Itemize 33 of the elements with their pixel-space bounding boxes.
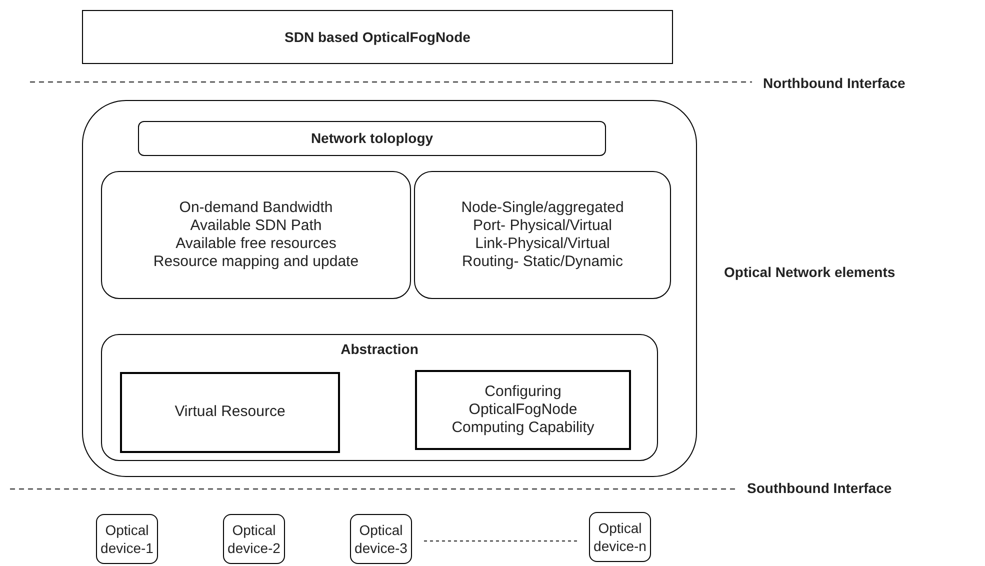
group-heading: Abstraction [340, 340, 418, 359]
node-text: Optical device-n [592, 519, 648, 555]
node-text: Optical device-2 [226, 521, 282, 557]
node-text: SDN based OpticalFogNode [284, 28, 470, 47]
process-box [415, 370, 631, 450]
node-text: Configuring OpticalFogNode Computing Capability [450, 383, 596, 437]
group-box [101, 334, 658, 461]
device-box [589, 512, 651, 562]
device-box [223, 514, 285, 564]
interface-label: Southbound Interface [747, 479, 892, 498]
node-text: Optical device-1 [100, 521, 154, 557]
interface-label: Northbound Interface [763, 74, 906, 93]
device-box [350, 514, 412, 564]
device-box [96, 514, 158, 564]
node-text: Available free resources [176, 235, 336, 253]
node-text: Available SDN Path [190, 217, 322, 235]
process-box [138, 121, 606, 156]
node-text: Port- Physical/Virtual [473, 217, 612, 235]
dotted-connector [424, 540, 578, 542]
node-text: Resource mapping and update [153, 253, 359, 271]
node-text: Link-Physical/Virtual [475, 235, 610, 253]
node-text: Node-Single/aggregated [461, 199, 624, 217]
node-text: On-demand Bandwidth [179, 199, 333, 217]
process-box [120, 372, 340, 453]
node-text: Network toloplogy [310, 129, 434, 148]
title-box [82, 10, 673, 64]
container-box [82, 100, 697, 477]
process-box [101, 171, 411, 299]
process-box [414, 171, 671, 299]
interface-label: Optical Network elements [724, 263, 896, 282]
node-text: Routing- Static/Dynamic [462, 253, 623, 271]
node-text: Optical device-3 [354, 521, 408, 557]
node-text: Virtual Resource [174, 402, 286, 422]
